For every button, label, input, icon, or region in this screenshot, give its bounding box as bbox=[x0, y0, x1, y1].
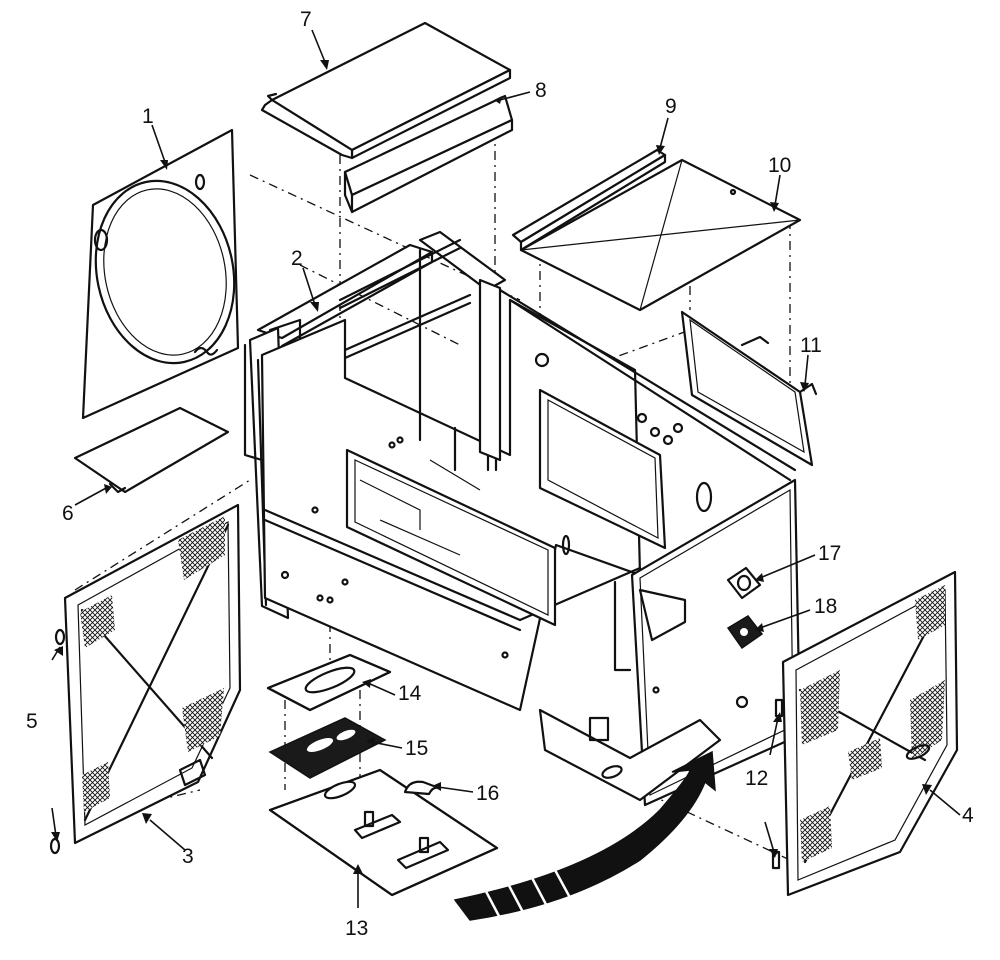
callout-numbers: 1 2 3 4 5 6 7 8 9 10 11 12 13 14 15 16 1… bbox=[26, 8, 974, 940]
part-7-top-lid bbox=[260, 21, 512, 160]
callout-13: 13 bbox=[345, 917, 368, 940]
callout-10: 10 bbox=[768, 154, 791, 177]
part-2-main-frame bbox=[243, 230, 802, 807]
part-16-clip bbox=[403, 780, 441, 796]
callout-15: 15 bbox=[405, 737, 428, 760]
callout-18: 18 bbox=[814, 595, 837, 618]
part-11-side-flap bbox=[680, 310, 818, 467]
callout-1: 1 bbox=[142, 105, 154, 128]
callout-16: 16 bbox=[476, 782, 499, 805]
part-8-angle-rail bbox=[343, 94, 514, 214]
part-6-plate bbox=[73, 406, 230, 494]
callout-8: 8 bbox=[535, 79, 547, 102]
part-15-dark-gasket bbox=[268, 717, 387, 779]
part-5-hinges bbox=[49, 628, 66, 855]
part-17-switch-bracket bbox=[726, 566, 762, 600]
part-18-switch bbox=[726, 615, 764, 709]
callout-5: 5 bbox=[26, 710, 38, 733]
callout-9: 9 bbox=[665, 95, 677, 118]
part-13-base-plate bbox=[268, 768, 499, 897]
callout-3: 3 bbox=[182, 845, 194, 868]
rotation-arrow bbox=[453, 750, 716, 921]
callout-7: 7 bbox=[300, 8, 312, 31]
part-10-cover-plate bbox=[519, 158, 802, 312]
part-14-gasket-plate bbox=[266, 653, 392, 712]
callout-12: 12 bbox=[745, 767, 768, 790]
callout-4: 4 bbox=[962, 804, 974, 827]
callout-17: 17 bbox=[818, 542, 841, 565]
callout-11: 11 bbox=[800, 334, 822, 357]
callout-6: 6 bbox=[62, 502, 74, 525]
part-9-rail bbox=[511, 148, 667, 252]
part-1-fan-panel bbox=[81, 128, 240, 420]
part-4-right-door bbox=[781, 570, 959, 897]
part-3-left-door bbox=[63, 503, 242, 845]
callout-2: 2 bbox=[291, 247, 303, 270]
callout-14: 14 bbox=[398, 682, 422, 705]
leader-lines bbox=[51, 29, 961, 908]
